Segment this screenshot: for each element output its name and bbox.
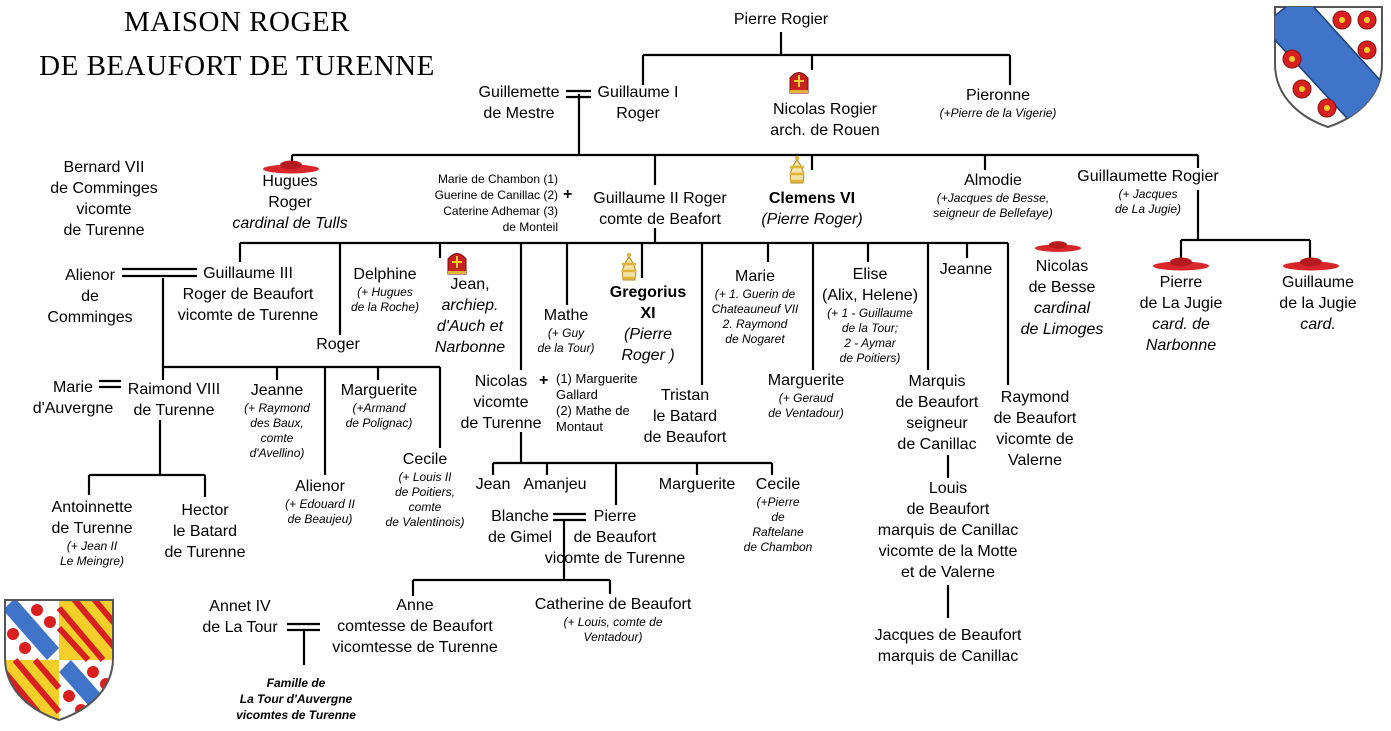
person-mathe: Mathe (+ Guy de la Tour) [537, 307, 595, 355]
cardinal-hat-icon [1034, 241, 1082, 252]
papal-tiara-icon [789, 155, 805, 184]
bishop-mitre-icon [789, 72, 809, 94]
person-raymond-de-beaufort: Raymond de Beaufort vicomte de Valerne [993, 389, 1077, 469]
person-tristan: Tristan le Batard de Beaufort [643, 387, 727, 446]
person-pierre-rogier: Pierre Rogier [733, 11, 829, 28]
person-elise: Elise (Alix, Helene) (+ 1 - Guillaume de… [821, 266, 919, 365]
person-nicolas-de-besse: Nicolas de Besse cardinal de Limoges [1020, 258, 1104, 338]
person-roger: Roger [316, 336, 360, 353]
person-gregorius-xi: Gregorius XI (Pierre Roger ) [609, 284, 687, 364]
person-marquis-de-beaufort: Marquis de Beaufort seigneur de Canillac [895, 373, 979, 453]
person-marguerite: Marguerite [658, 476, 736, 493]
person-jeanne: Jeanne [939, 261, 993, 278]
person-cecile-de-poitiers: Cecile (+ Louis II de Poitiers, comte de… [385, 451, 465, 529]
person-bernard-vii: Bernard VII de Comminges vicomte de Ture… [50, 159, 158, 239]
person-guillaume-i-roger: Guillaume I Roger [597, 84, 679, 122]
person-catherine-de-beaufort: Catherine de Beaufort (+ Louis, comte de… [534, 596, 692, 644]
person-guillemette-de-mestre: Guillemette de Mestre [478, 84, 560, 122]
cardinal-hat-icon [1283, 257, 1339, 271]
person-almodie: Almodie (+Jacques de Besse, seigneur de … [933, 172, 1053, 220]
person-cecile-de-raftelane: Cecile (+Pierre de Raftelane de Chambon [743, 476, 813, 554]
person-antoinnette-de-turenne: Antoinnette de Turenne (+ Jean II Le Mei… [51, 499, 133, 568]
marriage-plus-sign: + [563, 186, 573, 203]
person-guillaume-iii: Guillaume III Roger de Beaufort vicomte … [177, 265, 319, 324]
famille-la-tour-d-auvergne: Famille de La Tour d'Auvergne vicomtes d… [236, 676, 356, 722]
person-amanjeu: Amanjeu [523, 476, 587, 493]
person-marie-d-auvergne: Marie d'Auvergne [32, 379, 114, 417]
person-marguerite-de-polignac: Marguerite (+Armand de Polignac) [340, 382, 418, 430]
person-jacques-de-beaufort: Jacques de Beaufort marquis de Canillac [874, 627, 1022, 665]
person-pierre-de-beaufort: Pierre de Beaufort vicomte de Turenne [544, 508, 686, 567]
coat-of-arms-icon [4, 599, 114, 722]
wives-of-guillaume-ii: Marie de Chambon (1) Guerine de Canillac… [434, 172, 558, 234]
person-pierre-de-la-jugie: Pierre de La Jugie card. de Narbonne [1139, 274, 1223, 354]
person-alienor-de-comminges: Alienor de Comminges [47, 267, 133, 326]
person-nicolas-vicomte: Nicolas vicomte de Turenne [460, 373, 542, 432]
person-delphine: Delphine (+ Hugues de la Roche) [350, 266, 420, 314]
person-alienor-de-beaujeu: Alienor (+ Edouard II de Beaujeu) [285, 478, 355, 526]
person-guillaume-ii-roger: Guillaume II Roger comte de Beafort [593, 190, 727, 228]
person-raimond-viii: Raimond VIII de Turenne [127, 381, 221, 419]
person-hugues-roger: Hugues Roger cardinal de Tulls [232, 173, 348, 232]
person-hector: Hector le Batard de Turenne [164, 502, 246, 561]
person-blanche-de-gimel: Blanche de Gimel [487, 508, 553, 546]
person-guillaume-de-la-jugie: Guillaume de la Jugie card. [1279, 274, 1357, 333]
person-guillaumette-rogier: Guillaumette Rogier (+ Jacques de La Jug… [1077, 168, 1219, 216]
person-anne-comtesse: Anne comtesse de Beaufort vicomtesse de … [332, 597, 498, 656]
bishop-mitre-icon [447, 253, 467, 275]
marriage-plus-sign: + [539, 372, 549, 389]
person-jean-archiep: Jean, archiep. d'Auch et Narbonne [434, 276, 506, 356]
person-clemens-vi: Clemens VI (Pierre Roger) [761, 190, 863, 228]
person-marie: Marie (+ 1. Guerin de Chateauneuf VII 2.… [711, 268, 799, 346]
coat-of-arms-icon [1274, 6, 1383, 129]
person-annet-iv-de-la-tour: Annet IV de La Tour [202, 598, 278, 636]
page-title: MAISON ROGER DE BEAUFORT DE TURENNE [39, 6, 435, 82]
person-pieronne: Pieronne (+Pierre de la Vigerie) [939, 87, 1057, 120]
person-jeanne-des-baux: Jeanne (+ Raymond des Baux, comte d'Avel… [244, 382, 310, 460]
cardinal-hat-icon [1153, 257, 1209, 271]
person-marguerite-de-ventadour: Marguerite (+ Geraud de Ventadour) [767, 372, 845, 420]
wives-of-nicolas: (1) Marguerite Gallard (2) Mathe de Mont… [556, 371, 638, 434]
person-nicolas-rogier: Nicolas Rogier arch. de Rouen [770, 101, 880, 139]
cardinal-hat-icon [263, 160, 319, 174]
person-jean: Jean [475, 476, 511, 493]
person-louis-de-beaufort: Louis de Beaufort marquis de Canillac vi… [877, 480, 1019, 581]
papal-tiara-icon [621, 252, 637, 281]
